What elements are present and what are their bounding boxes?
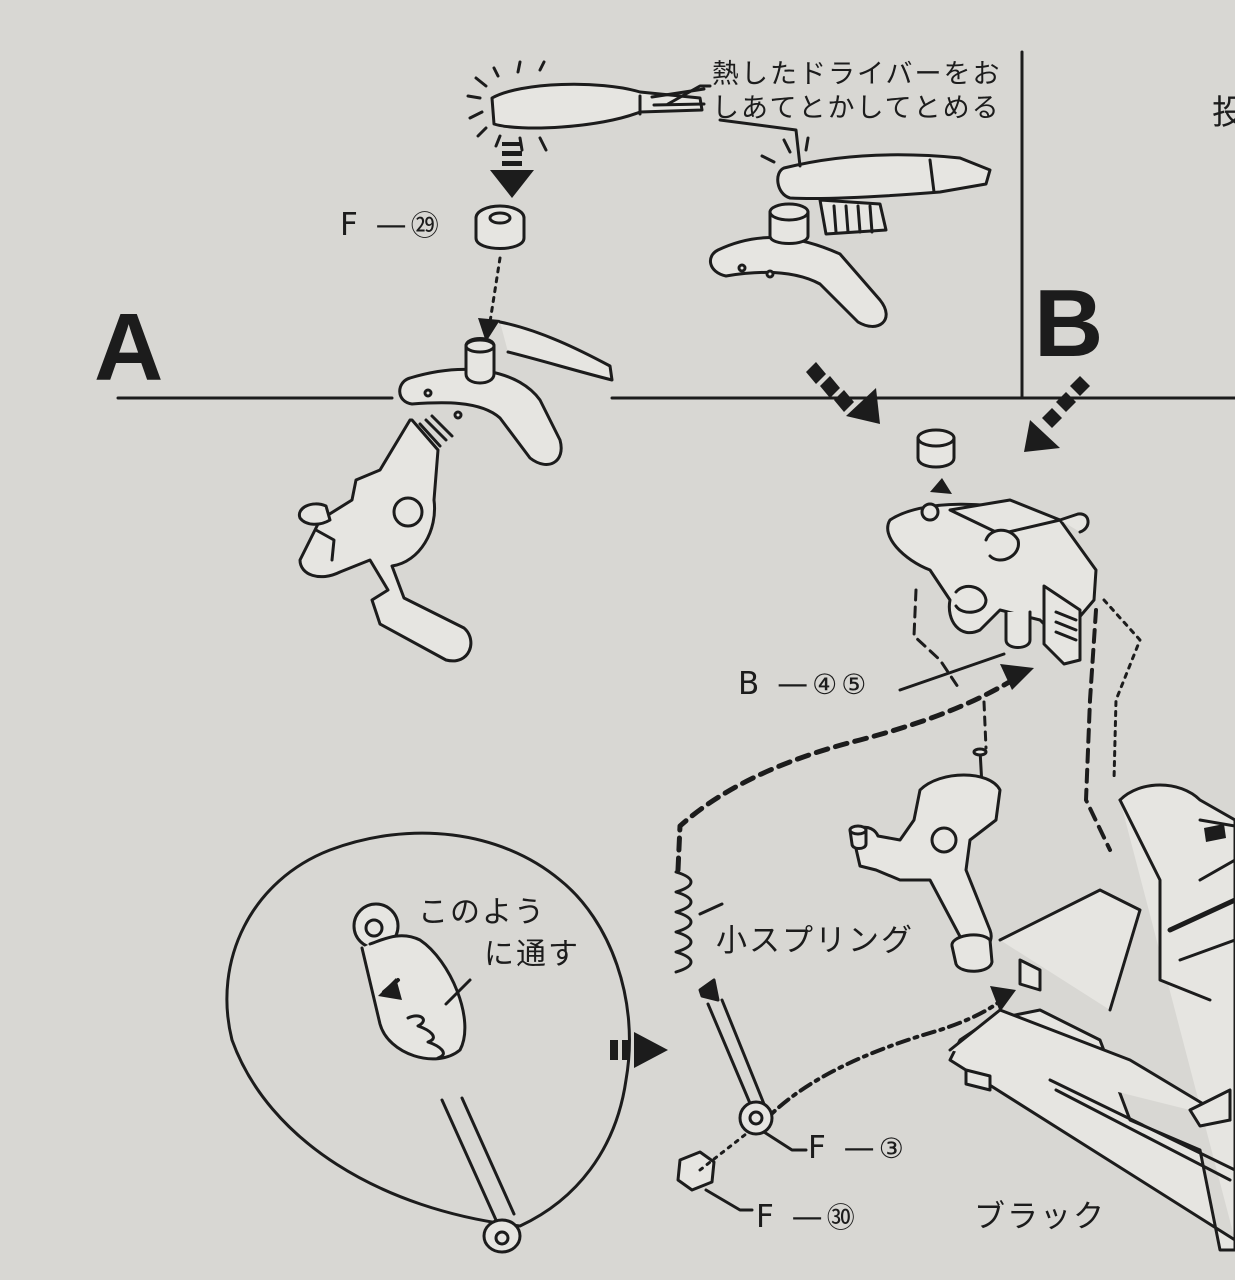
b45-leader xyxy=(898,652,1006,692)
thread-note-line2: に通す xyxy=(484,936,580,972)
part-b45-number: ④⑤ xyxy=(812,668,871,701)
hex-nut-f30 xyxy=(676,1150,716,1192)
note-leader xyxy=(666,84,712,106)
thread-note: このよう に通す xyxy=(418,894,580,973)
guide-dashed-4 xyxy=(1102,598,1142,782)
part-label-f29: F —㉙ xyxy=(340,204,443,244)
screwdriver-icon xyxy=(466,60,706,152)
frame-body xyxy=(948,783,1235,1252)
washer-f29 xyxy=(474,204,526,250)
pedal-lever xyxy=(848,747,1002,973)
brake-assembly-b xyxy=(886,428,1098,666)
part-f29-number: ㉙ xyxy=(410,209,443,242)
thread-note-line1: このよう xyxy=(418,895,546,930)
black-color-label: ブラック xyxy=(974,1199,1106,1235)
spring-leader xyxy=(698,902,724,916)
part-b45-prefix: B — xyxy=(738,666,813,702)
nut-guide xyxy=(698,1132,748,1172)
small-spring xyxy=(674,870,693,974)
part-f29-prefix: F — xyxy=(340,207,411,243)
inset-arrow-icon xyxy=(610,1032,668,1068)
inset-detail xyxy=(225,831,631,1254)
part-f30-number: ㉚ xyxy=(826,1201,859,1234)
heat-driver-note-line2: しあてとかしてとめる xyxy=(712,92,1001,124)
part-f3-prefix: F — xyxy=(808,1130,879,1166)
down-arrow-icon xyxy=(490,142,534,198)
section-label-b: B xyxy=(1034,270,1104,377)
small-spring-label: 小スプリング xyxy=(716,923,914,959)
rod-guide-arrow xyxy=(758,996,1006,1128)
f3-leader xyxy=(762,1130,808,1152)
heated-driver-detail-icon xyxy=(709,136,992,328)
spring-guide-arrow xyxy=(675,675,1019,873)
guide-dashed-3 xyxy=(1084,608,1112,852)
note-leader-2 xyxy=(718,118,802,168)
dotted-arrow-a xyxy=(488,256,502,324)
b-arrow-icon xyxy=(1024,376,1090,452)
spring-rod xyxy=(698,978,774,1136)
part-f30-prefix: F — xyxy=(756,1199,827,1235)
guide-dashed-2 xyxy=(982,700,988,750)
frame-edge-arrow xyxy=(1204,824,1226,842)
diagonal-arrow-icon xyxy=(806,362,880,424)
f30-leader xyxy=(704,1188,754,1212)
lever-part-a xyxy=(297,320,614,663)
heat-driver-note-line1: 熱したドライバーをお xyxy=(712,59,1002,90)
heat-driver-note: 熱したドライバーをお しあてとかしてとめる xyxy=(712,58,1001,126)
edge-character: 投 xyxy=(1212,93,1235,133)
part-label-f3: F —③ xyxy=(808,1130,908,1166)
part-label-f30: F —㉚ xyxy=(756,1196,859,1236)
guide-dashed-1 xyxy=(912,588,962,692)
part-label-b45: B —④⑤ xyxy=(738,666,870,702)
part-f3-number: ③ xyxy=(878,1132,908,1165)
section-label-a: A xyxy=(94,294,164,401)
